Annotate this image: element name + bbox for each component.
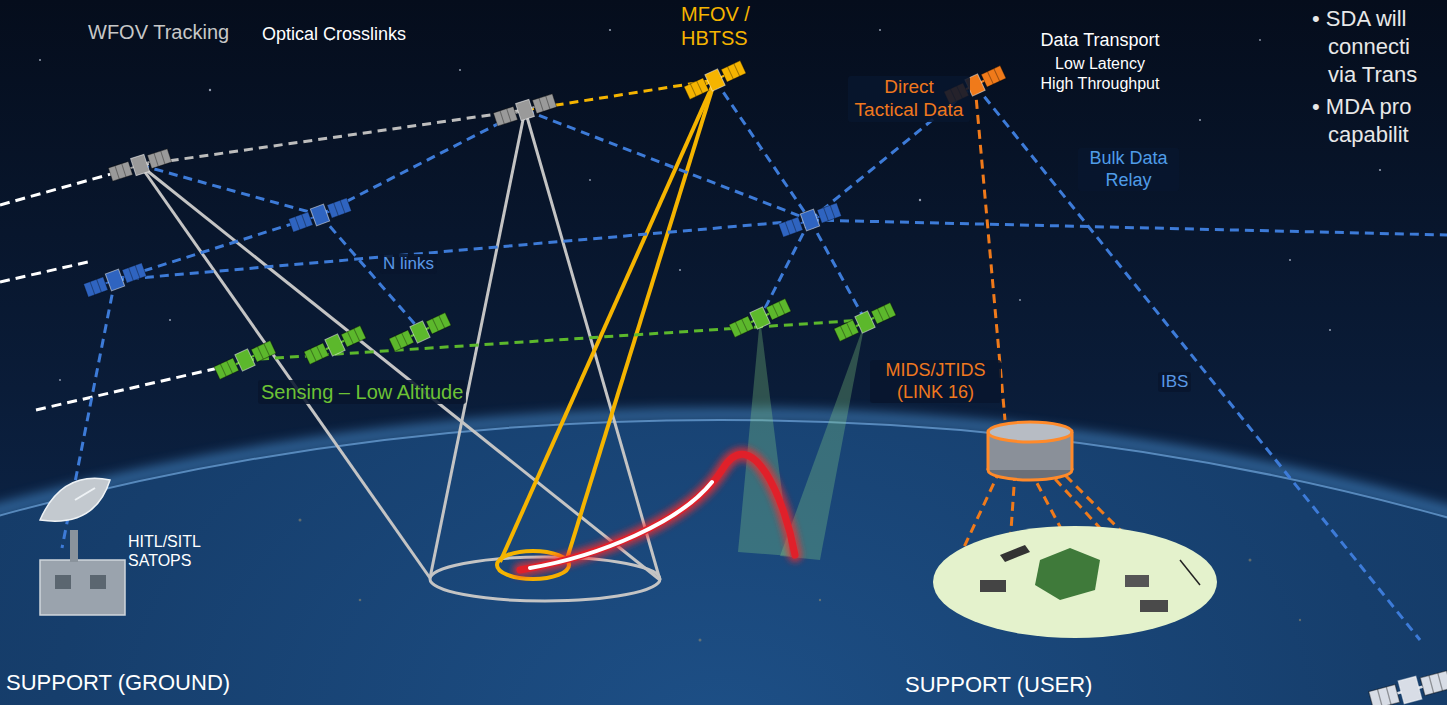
satellites: [83, 59, 1447, 705]
bullet-note: • SDA will: [1312, 6, 1407, 32]
section-label: SUPPORT (GROUND): [6, 670, 230, 696]
station-label: HITL/SITL SATOPS: [128, 532, 218, 570]
earth-horizon: [0, 415, 1447, 705]
bullet-note: • MDA pro: [1312, 94, 1411, 120]
sensor-label: WFOV Tracking: [88, 20, 229, 44]
link-label: IBS: [1158, 372, 1191, 392]
link-label: MIDS/JTIDS (LINK 16): [870, 360, 1001, 403]
bullet-note: connecti: [1328, 34, 1410, 60]
link-label: Bulk Data Relay: [1078, 148, 1179, 191]
layer-note: Low Latency: [1030, 54, 1170, 73]
sensor-label: MFOV / HBTSS: [681, 2, 771, 50]
crosslinks: [62, 80, 1447, 640]
link-label: Optical Crosslinks: [262, 24, 406, 46]
section-label: SUPPORT (USER): [905, 672, 1092, 698]
layer-note: High Throughput: [1030, 74, 1170, 93]
ground-station: [40, 478, 125, 615]
bullet-note: via Trans: [1328, 62, 1417, 88]
link-label: Direct Tactical Data: [848, 76, 970, 122]
layer-heading: Data Transport: [1030, 30, 1170, 52]
link-label: N links: [380, 254, 437, 274]
bullet-note: capabilit: [1328, 122, 1409, 148]
sensor-cones: [140, 80, 865, 601]
layer-label: Sensing – Low Altitude: [258, 380, 466, 404]
left-feed-lines: [0, 172, 218, 410]
user-area: [933, 422, 1217, 638]
missile-track: [520, 454, 795, 570]
